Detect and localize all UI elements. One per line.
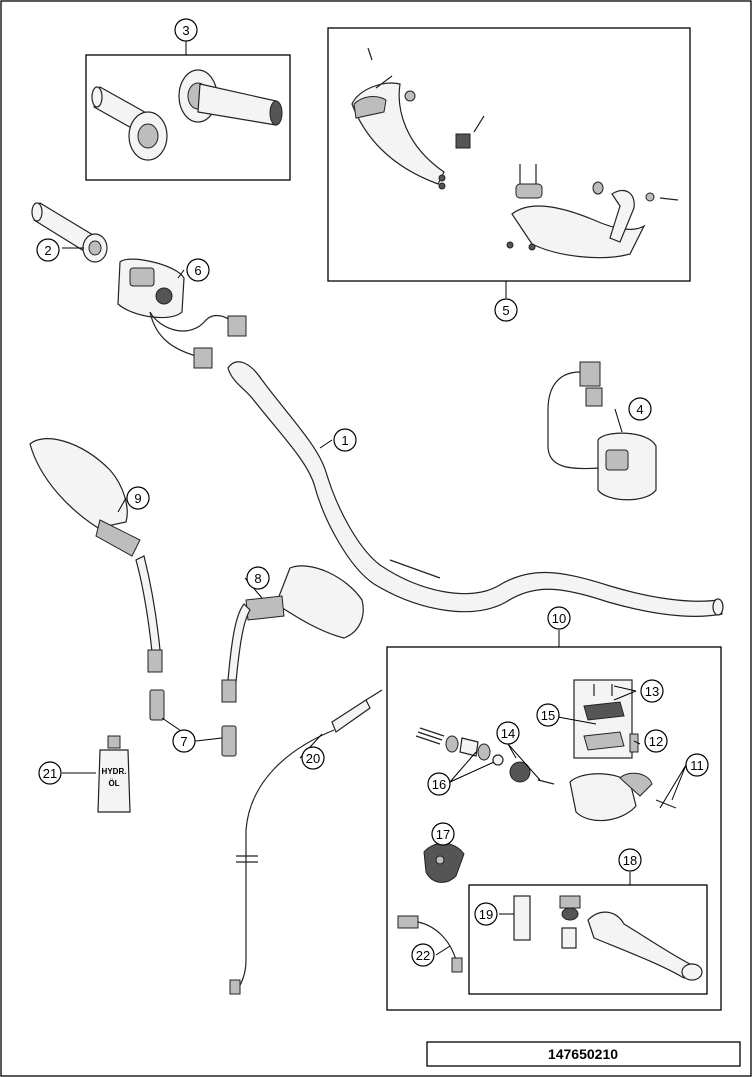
callout-1: 1 (333, 428, 357, 452)
callout-circle (496, 721, 520, 745)
callout-7: 7 (172, 729, 196, 753)
callout-number: 8 (254, 571, 261, 586)
clutch-lever-parts (513, 895, 703, 981)
grip-set-right (178, 69, 283, 126)
callout-12: 12 (644, 729, 668, 753)
callout-number: 18 (623, 853, 637, 868)
grip-set-left (91, 86, 168, 161)
left-switch (117, 258, 247, 369)
callout-number: 14 (501, 726, 515, 741)
callout-circle (172, 729, 196, 753)
callout-8: 8 (246, 566, 270, 590)
callout-circle (618, 848, 642, 872)
callout-14: 14 (496, 721, 520, 745)
callout-circle (474, 902, 498, 926)
callout-number: 9 (134, 491, 141, 506)
callout-5: 5 (494, 298, 518, 322)
callout-number: 11 (690, 758, 704, 773)
callout-4: 4 (628, 397, 652, 421)
callout-number: 17 (436, 827, 450, 842)
callout-circle (301, 746, 325, 770)
bottle-label-line2: ÖL (108, 779, 119, 788)
frame-document-number (426, 1041, 741, 1067)
callout-9: 9 (126, 486, 150, 510)
grip-left-single (31, 202, 108, 263)
lever-pivot-part (423, 842, 465, 883)
frame-clutch-lever (468, 884, 708, 995)
handlebar (227, 361, 724, 617)
callout-number: 16 (432, 777, 446, 792)
callout-circle (411, 943, 435, 967)
callout-number: 20 (306, 751, 320, 766)
callout-21: 21 (38, 761, 62, 785)
hydraulic-oil-bottle: HYDR. ÖL (97, 735, 131, 813)
callout-number: 3 (182, 23, 189, 38)
callout-circle (246, 566, 270, 590)
callout-number: 19 (479, 907, 493, 922)
frame-clutch-master-cylinder (386, 646, 722, 1011)
clutch-switch-cable (397, 915, 463, 973)
callout-2: 2 (36, 238, 60, 262)
handguard-left (351, 47, 485, 190)
frame-handguard-kit (327, 27, 691, 282)
callout-number: 5 (502, 303, 509, 318)
callout-circle (333, 428, 357, 452)
callout-circle (36, 238, 60, 262)
callout-number: 4 (636, 402, 643, 417)
callout-6: 6 (186, 258, 210, 282)
callout-16: 16 (427, 772, 451, 796)
callout-19: 19 (474, 902, 498, 926)
reservoir-cap-parts (573, 679, 639, 759)
callout-circle (644, 729, 668, 753)
callout-number: 13 (645, 684, 659, 699)
leader-lines (62, 41, 687, 956)
callout-circle (640, 679, 664, 703)
clutch-cable (229, 689, 383, 995)
callout-number: 21 (43, 766, 57, 781)
callout-circle (431, 822, 455, 846)
callout-20: 20 (301, 746, 325, 770)
callout-18: 18 (618, 848, 642, 872)
callout-circle (174, 18, 198, 42)
callout-number: 7 (180, 734, 187, 749)
callout-circle (38, 761, 62, 785)
document-number: 147650210 (548, 1046, 618, 1062)
mirror-left (29, 438, 163, 673)
callout-number: 2 (44, 243, 51, 258)
callout-number: 22 (416, 948, 430, 963)
callout-22: 22 (411, 943, 435, 967)
callout-number: 10 (552, 611, 566, 626)
callout-11: 11 (685, 753, 709, 777)
frame-grips-set (85, 54, 291, 181)
callout-circle (427, 772, 451, 796)
master-cylinder-internals (415, 727, 677, 822)
callout-circle (126, 486, 150, 510)
callout-number: 15 (541, 708, 555, 723)
callout-number: 6 (194, 263, 201, 278)
callout-circle (547, 606, 571, 630)
bottle-label-line1: HYDR. (102, 767, 127, 776)
callout-circle (685, 753, 709, 777)
callout-circle (186, 258, 210, 282)
callout-number: 1 (341, 433, 348, 448)
right-switch (547, 361, 657, 501)
mirror-right (221, 565, 364, 703)
mirror-adapters (149, 689, 237, 757)
callout-circle (494, 298, 518, 322)
callout-circle (536, 703, 560, 727)
callout-3: 3 (174, 18, 198, 42)
callout-number: 12 (649, 734, 663, 749)
callout-15: 15 (536, 703, 560, 727)
callout-circle (628, 397, 652, 421)
callout-13: 13 (640, 679, 664, 703)
callout-10: 10 (547, 606, 571, 630)
callout-17: 17 (431, 822, 455, 846)
handguard-right (506, 164, 679, 259)
